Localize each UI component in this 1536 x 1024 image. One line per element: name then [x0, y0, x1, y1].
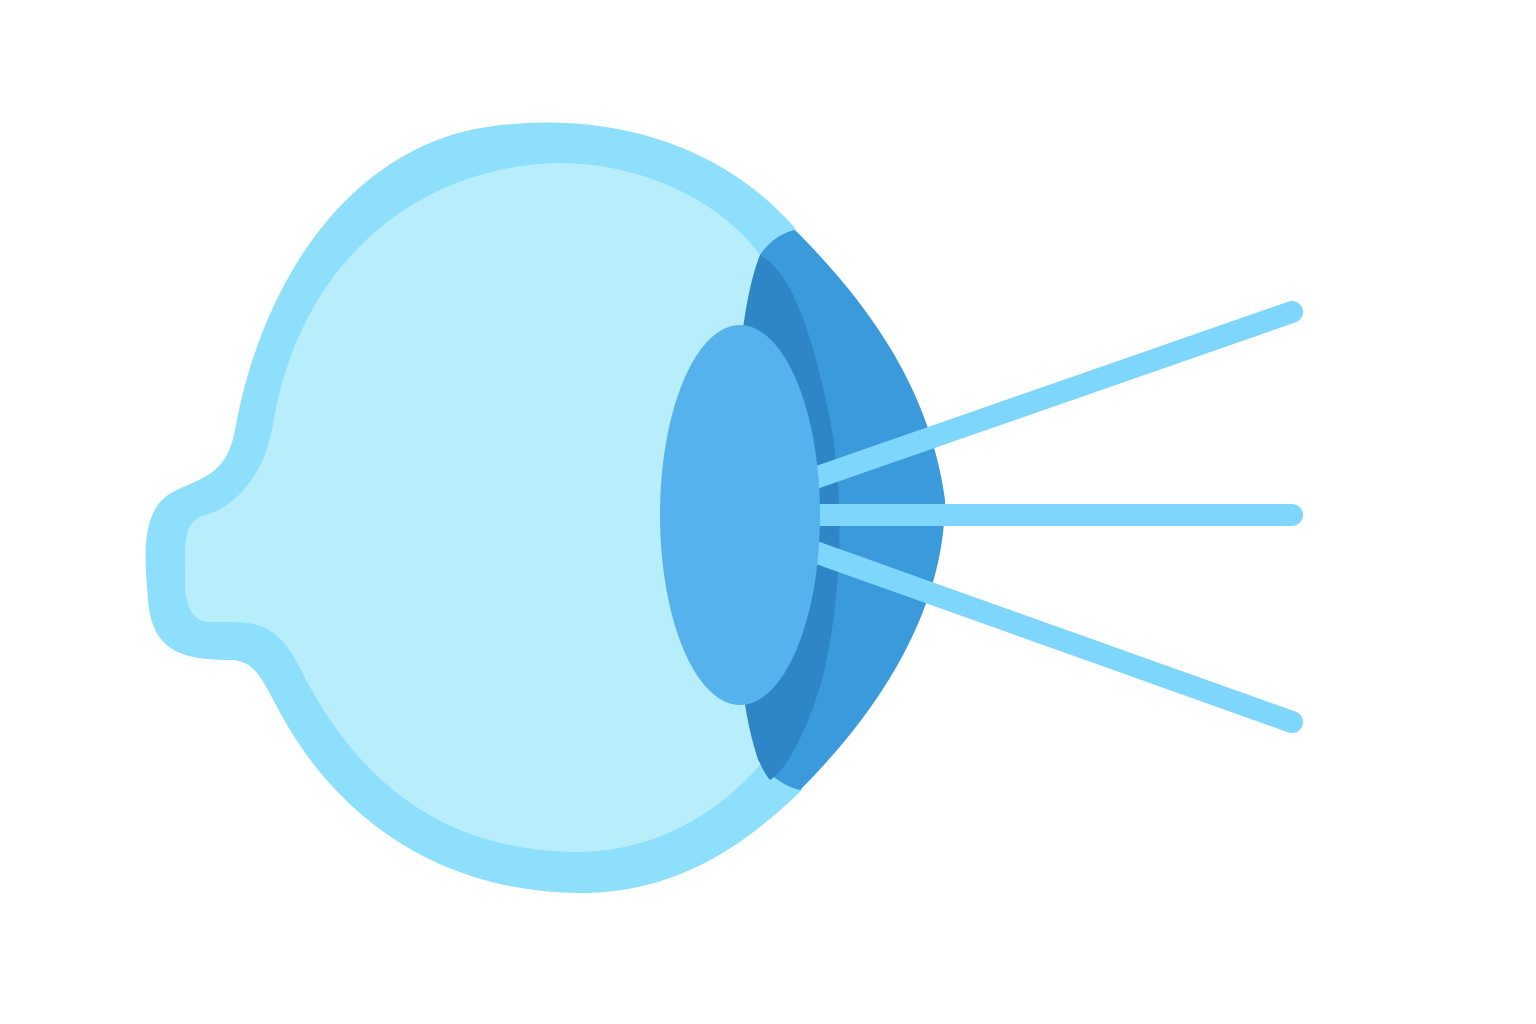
vitreous-body	[184, 163, 761, 852]
light-ray-upper	[804, 301, 1303, 489]
light-rays	[804, 301, 1303, 733]
lens	[660, 325, 820, 705]
light-ray-lower	[804, 541, 1303, 733]
